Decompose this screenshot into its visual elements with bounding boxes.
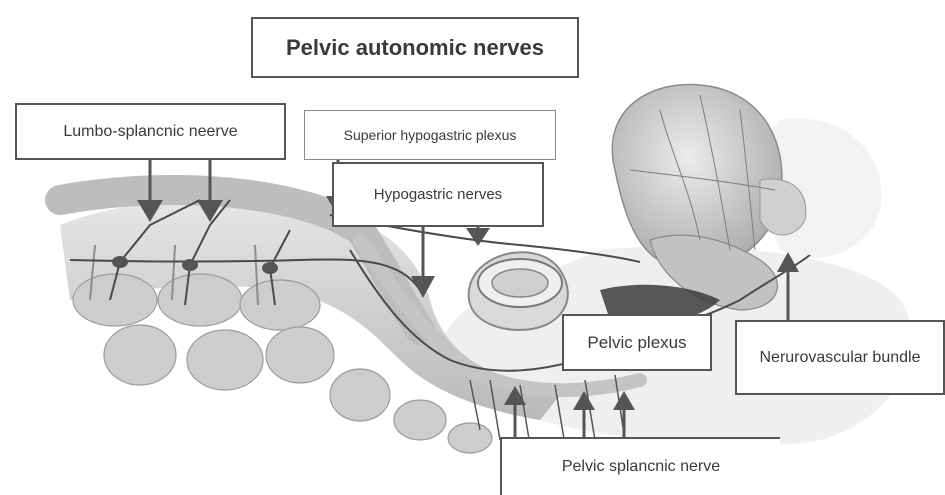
label-pelvic-splanchnic-nerve: Pelvic splancnic nerve bbox=[500, 437, 780, 495]
label-superior-hypogastric-plexus: Superior hypogastric plexus bbox=[304, 110, 556, 160]
rectum bbox=[469, 252, 568, 330]
arrow-hypogastric-2 bbox=[466, 226, 490, 246]
label-hypogastric-nerves: Hypogastric nerves bbox=[332, 162, 544, 227]
label-lumbo-splanchnic-nerve: Lumbo-splancnic neerve bbox=[15, 103, 286, 160]
diagram-title: Pelvic autonomic nerves bbox=[251, 17, 579, 78]
label-pelvic-plexus: Pelvic plexus bbox=[562, 314, 712, 371]
label-neurovascular-bundle: Nerurovascular bundle bbox=[735, 320, 945, 395]
